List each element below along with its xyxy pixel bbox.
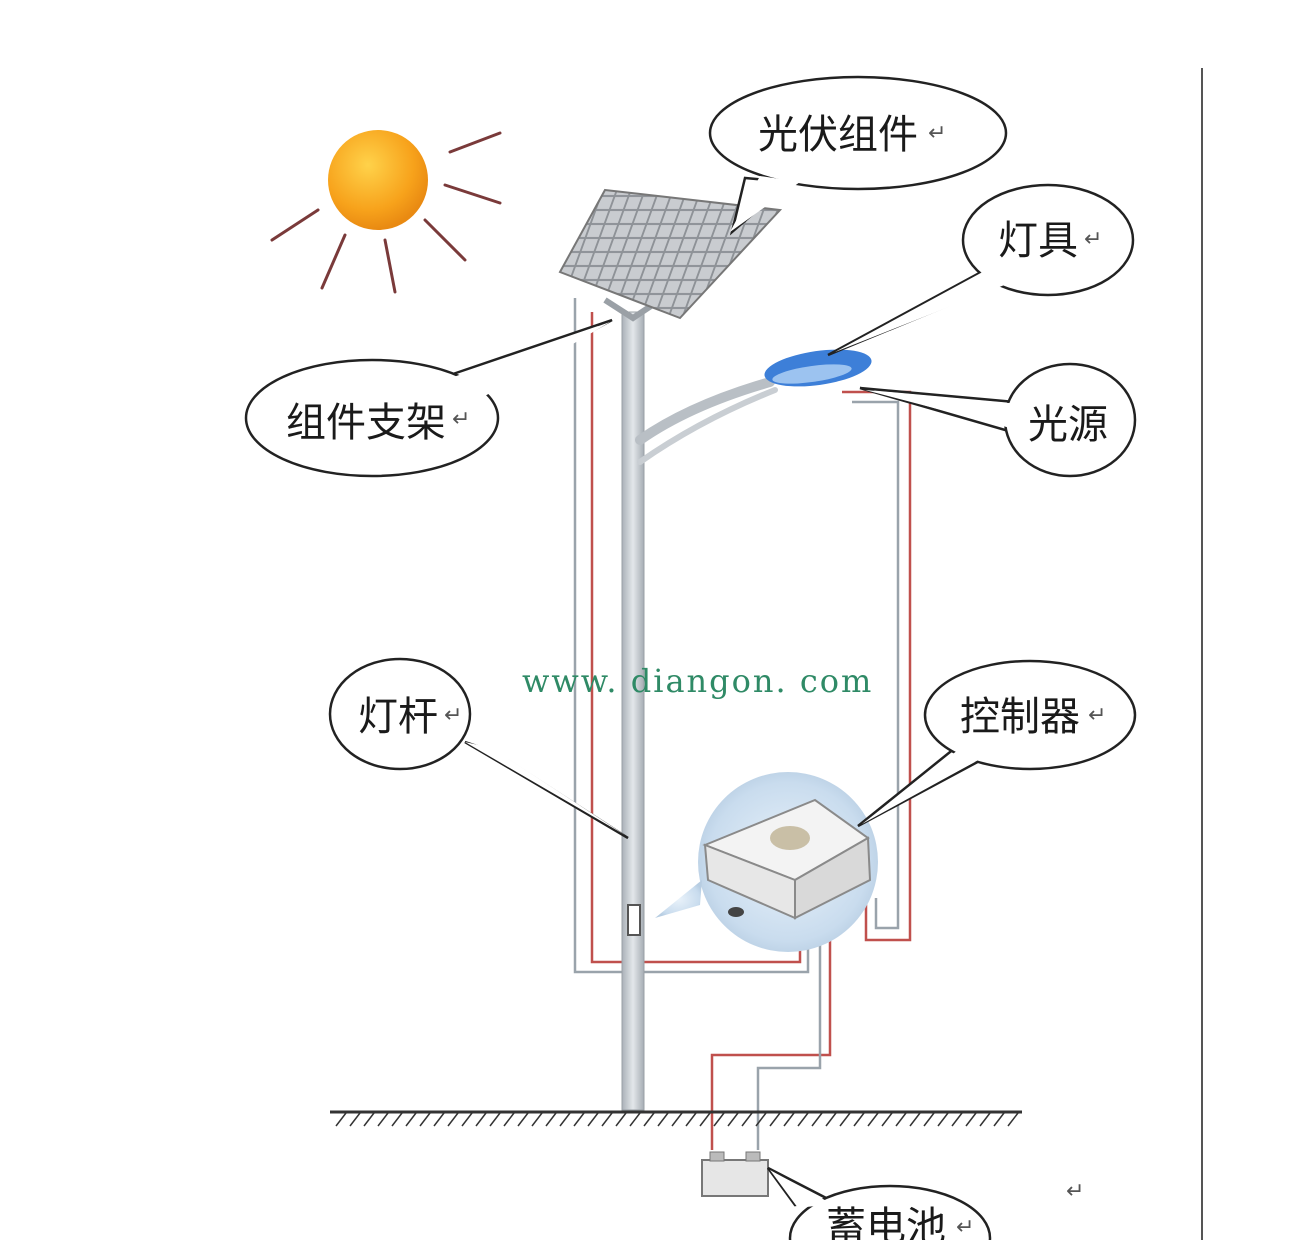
ground-hatch-mark [335, 1112, 347, 1127]
ground-line [330, 1110, 1022, 1127]
callout-light-source: 光源 [859, 362, 1137, 478]
callout-controller: 控制器 ↵ [857, 659, 1137, 828]
callout-lamp-pole: 灯杆 ↵ [328, 657, 629, 840]
return-mark: ↵ [452, 407, 470, 432]
ground-hatch-mark [909, 1112, 921, 1127]
ground-hatch-mark [433, 1112, 445, 1127]
ground-hatch-mark [937, 1112, 949, 1127]
watermark-text: www. diangon. com [522, 662, 873, 700]
ground-hatch-mark [447, 1112, 459, 1127]
ground-hatch-mark [573, 1112, 585, 1127]
ground-hatch-mark [839, 1112, 851, 1127]
ground-hatch-mark [797, 1112, 809, 1127]
ground-hatch-mark [923, 1112, 935, 1127]
return-mark: ↵ [928, 121, 946, 146]
ground-hatch-mark [377, 1112, 389, 1127]
ground-hatch-mark [419, 1112, 431, 1127]
ground-hatch-mark [349, 1112, 361, 1127]
ground-hatch-mark [951, 1112, 963, 1127]
ground-hatch-mark [699, 1112, 711, 1127]
ground-hatch-mark [461, 1112, 473, 1127]
return-mark: ↵ [956, 1215, 974, 1240]
label-module-bracket: 组件支架 [286, 400, 446, 446]
ground-hatch-mark [559, 1112, 571, 1127]
ground-hatch-mark [769, 1112, 781, 1127]
return-mark: ↵ [1084, 227, 1102, 252]
label-pv-module: 光伏组件 [758, 112, 918, 158]
label-lamp-pole: 灯杆 [358, 694, 438, 740]
ground-hatch-mark [825, 1112, 837, 1127]
lamp-pole [603, 297, 778, 1111]
ground-hatch-mark [657, 1112, 669, 1127]
ground-hatch-mark [405, 1112, 417, 1127]
ground-hatch-mark [727, 1112, 739, 1127]
controller-device [655, 772, 878, 952]
return-mark-bottom: ↵ [1066, 1179, 1084, 1204]
ground-hatch-mark [629, 1112, 641, 1127]
ground-hatch-mark [601, 1112, 613, 1127]
ground-hatch-mark [853, 1112, 865, 1127]
ground-hatch-mark [881, 1112, 893, 1127]
ground-hatch-mark [965, 1112, 977, 1127]
label-lamp: 灯具 [998, 218, 1078, 264]
label-light-source: 光源 [1028, 402, 1108, 448]
ground-hatch-mark [895, 1112, 907, 1127]
ground-hatch-mark [979, 1112, 991, 1127]
lamp-head [764, 349, 872, 387]
ground-hatch-mark [993, 1112, 1005, 1127]
ground-hatch-mark [587, 1112, 599, 1127]
ground-hatch-mark [741, 1112, 753, 1127]
label-controller: 控制器 [960, 694, 1080, 740]
callout-module-bracket: 组件支架 ↵ [244, 318, 613, 478]
callout-lamp: 灯具 ↵ [827, 183, 1135, 357]
ground-hatch-mark [713, 1112, 725, 1127]
ground-hatch-mark [685, 1112, 697, 1127]
callout-pv-module: 光伏组件 ↵ [708, 75, 1008, 236]
ground-hatch-mark [475, 1112, 487, 1127]
solar-panel [558, 188, 783, 320]
ground-hatch-mark [489, 1112, 501, 1127]
ground-hatch-mark [391, 1112, 403, 1127]
ground-hatch-mark [363, 1112, 375, 1127]
ground-hatch-mark [811, 1112, 823, 1127]
ground-hatch-mark [671, 1112, 683, 1127]
ground-hatch-mark [503, 1112, 515, 1127]
ground-hatch-mark [783, 1112, 795, 1127]
return-mark: ↵ [1088, 703, 1106, 728]
ground-hatch-mark [615, 1112, 627, 1127]
callout-battery: 蓄电池 ↵ [766, 1166, 992, 1240]
label-battery: 蓄电池 [826, 1204, 946, 1240]
return-mark: ↵ [444, 703, 462, 728]
ground-hatch-mark [755, 1112, 767, 1127]
ground-hatch-mark [867, 1112, 879, 1127]
battery-icon [701, 1151, 769, 1197]
ground-hatch-mark [545, 1112, 557, 1127]
sun-icon [270, 130, 502, 294]
ground-hatch-mark [1007, 1112, 1019, 1127]
ground-hatch-mark [531, 1112, 543, 1127]
ground-hatch-mark [517, 1112, 529, 1127]
ground-hatch-mark [643, 1112, 655, 1127]
